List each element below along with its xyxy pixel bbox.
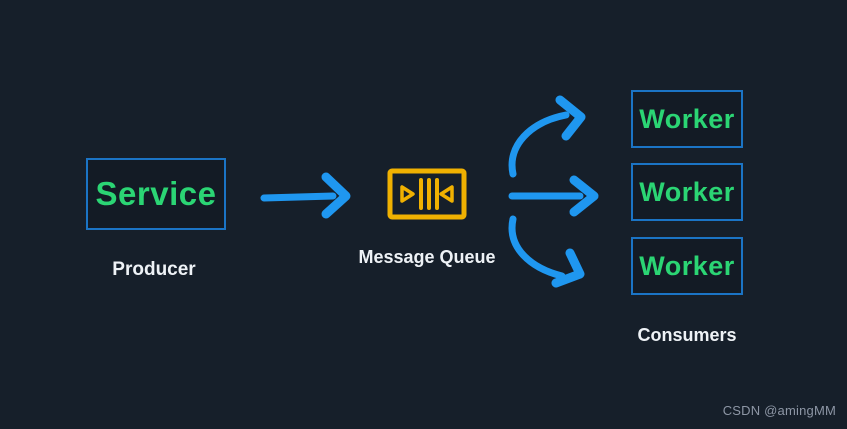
producer-service-box: Service <box>86 158 226 230</box>
consumer-worker-box-1: Worker <box>631 90 743 148</box>
message-queue-icon <box>387 168 467 220</box>
watermark: CSDN @amingMM <box>722 403 836 418</box>
consumer-worker-box-2: Worker <box>631 163 743 221</box>
producer-service-label: Service <box>95 175 217 212</box>
worker-label: Worker <box>639 176 735 207</box>
fan-arrow-middle-icon <box>508 175 599 217</box>
worker-label: Worker <box>639 250 735 281</box>
fan-arrow-bottom-icon <box>508 215 585 288</box>
fan-arrow-top-icon <box>508 95 586 178</box>
queue-caption: Message Queue <box>358 247 496 267</box>
consumers-caption: Consumers <box>637 325 737 345</box>
produce-arrow-icon <box>260 172 351 219</box>
consumer-worker-box-3: Worker <box>631 237 743 295</box>
worker-label: Worker <box>639 103 735 134</box>
producer-caption: Producer <box>112 259 196 280</box>
